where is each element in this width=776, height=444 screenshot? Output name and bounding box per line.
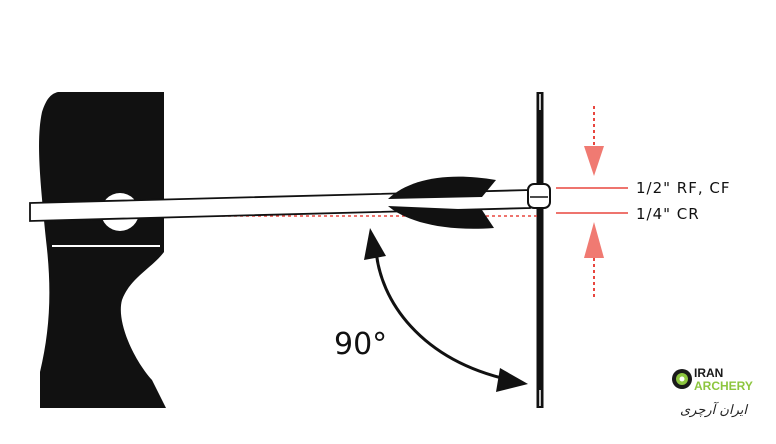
- iran-archery-logo: IRAN ARCHERY ایران آرچری: [672, 366, 753, 418]
- top-measure-arrowhead: [584, 146, 604, 176]
- arrow-fletching-lower: [388, 206, 494, 229]
- label-rf-cf: 1/2" RF, CF: [636, 179, 731, 197]
- logo-persian-text: ایران آرچری: [680, 401, 748, 418]
- bow-riser: [39, 92, 166, 408]
- logo-word-archery: ARCHERY: [694, 379, 753, 393]
- arrow-fletching: [388, 176, 496, 199]
- logo-word-iran: IRAN: [694, 366, 723, 380]
- angle-arrowhead-top: [364, 228, 386, 260]
- label-cr: 1/4" CR: [636, 205, 700, 223]
- angle-arrowhead-bottom: [496, 368, 528, 392]
- logo-target-center: [679, 376, 685, 382]
- angle-arc: [374, 249, 511, 382]
- bottom-measure-arrowhead: [584, 222, 604, 258]
- arrow-nock: [527, 183, 551, 209]
- angle-label: 90°: [334, 327, 387, 362]
